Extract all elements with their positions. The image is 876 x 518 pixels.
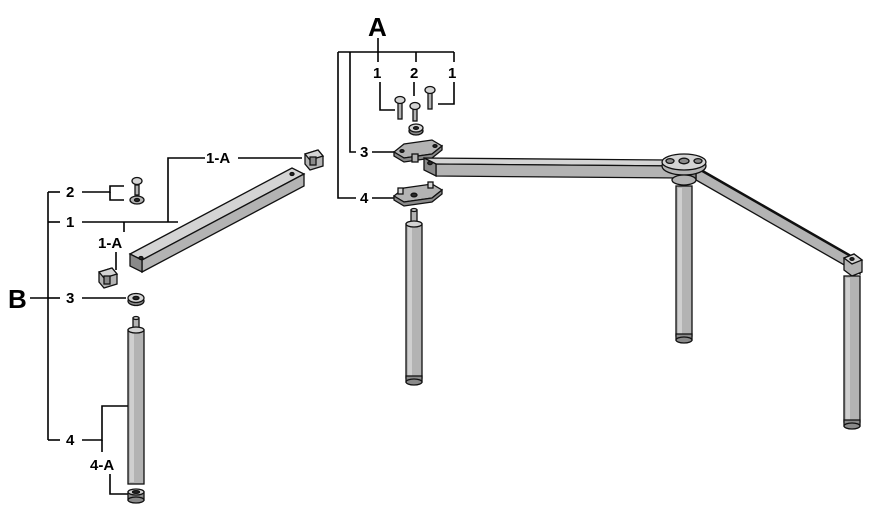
leg-b [127,315,145,485]
label-a-screw-left: 1 [373,65,381,82]
leader-screw-right [438,82,455,105]
rail-right [683,161,861,276]
end-cap-right [842,253,864,277]
leader-screw-upper [82,185,124,193]
label-b-tube: 1 [66,214,74,231]
leg-a-standalone [405,207,423,386]
screw-a-left [394,95,406,120]
label-group-a: A [368,12,387,42]
bracket-lower [392,181,444,207]
leader-a-3-outer [349,52,356,153]
label-b-screw: 2 [66,184,74,201]
screw-a-center [409,101,421,122]
label-a-lower-bracket: 4 [360,190,369,207]
label-b-cap-bottom: 1-A [98,235,122,252]
leader-screw-left [379,82,395,111]
leader-foot [109,474,128,495]
end-cap-bottom [97,267,119,289]
leader-cap-top-left [167,157,205,222]
label-a-screw-center: 2 [410,65,418,82]
foot-b [127,488,145,504]
label-b-leg: 4 [66,432,75,449]
end-cap-top [303,149,325,171]
label-b-washer: 3 [66,290,74,307]
label-a-screw-right: 1 [448,65,456,82]
label-b-cap-top: 1-A [206,150,230,167]
screw-b [131,176,143,196]
rail-left [423,156,681,179]
corner-joint [661,153,707,186]
label-a-upper-bracket: 3 [360,144,368,161]
group-a: A 1 2 1 3 4 [337,12,864,430]
tube-b [128,167,306,274]
leg-a-middle [675,185,693,344]
washer-b-small [129,195,145,205]
leader-screw-lower [109,192,124,201]
leg-a-right [843,275,861,430]
washer-a [408,123,424,136]
leader-a-4-outer [337,52,356,199]
washer-b [127,292,145,307]
label-b-foot: 4-A [90,457,114,474]
screw-a-right [424,85,436,110]
label-group-b: B [8,284,27,314]
leader-leg [82,405,128,441]
group-b: B 2 1 1-A 1-A 3 4 4-A [8,149,325,504]
